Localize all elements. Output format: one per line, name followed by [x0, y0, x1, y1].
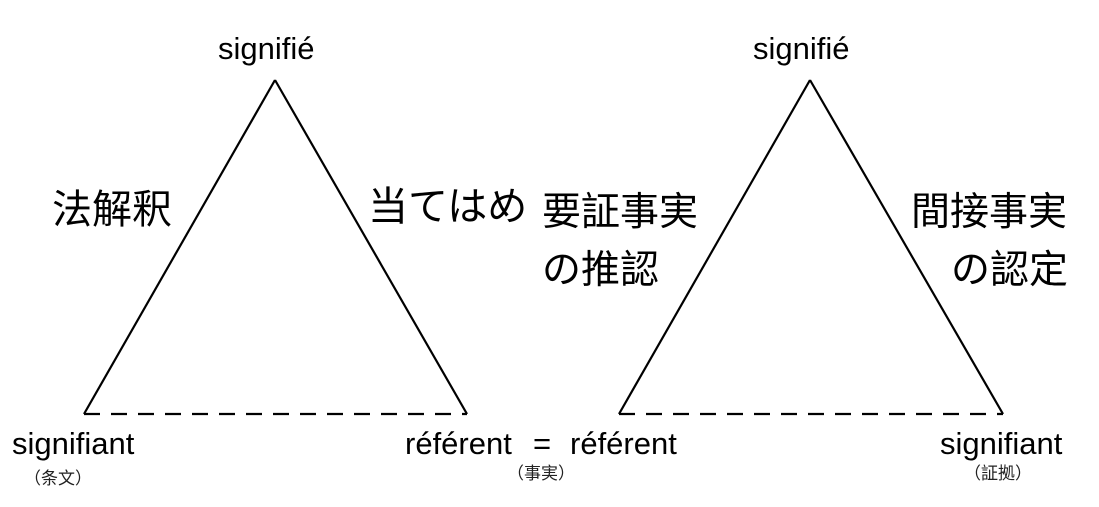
left-triangle-left-edge: [83, 79, 276, 415]
right-signifiant-label: signifiant: [940, 426, 1063, 461]
left-signifiant-label: signifiant: [12, 426, 135, 461]
right-right-edge-label-line2: の認定: [951, 248, 1069, 293]
right-left-edge-label-line2: の推認: [542, 248, 660, 293]
right-triangle-right-edge: [809, 79, 1004, 415]
center-jijitsu-sub: （事実）: [507, 464, 575, 484]
left-referent-label: référent: [405, 426, 512, 461]
right-triangle: [618, 79, 1004, 416]
right-left-edge-label-line1: 要証事実: [542, 190, 699, 235]
left-signifie-label: signifié: [218, 31, 315, 66]
right-triangle-left-edge: [618, 79, 811, 415]
left-triangle: [83, 79, 468, 416]
left-edge-label-hokaishaku: 法解釈: [52, 187, 172, 233]
left-triangle-right-edge: [274, 79, 468, 415]
right-signifiant-sub: （証拠）: [964, 464, 1032, 484]
right-referent-label: référent: [570, 426, 677, 461]
equals-sign: =: [533, 426, 552, 461]
left-signifiant-sub: （条文）: [24, 469, 92, 489]
right-signifie-label: signifié: [753, 31, 850, 66]
right-edge-label-atehame: 当てはめ: [368, 184, 528, 230]
right-right-edge-label-line1: 間接事実: [911, 190, 1068, 235]
